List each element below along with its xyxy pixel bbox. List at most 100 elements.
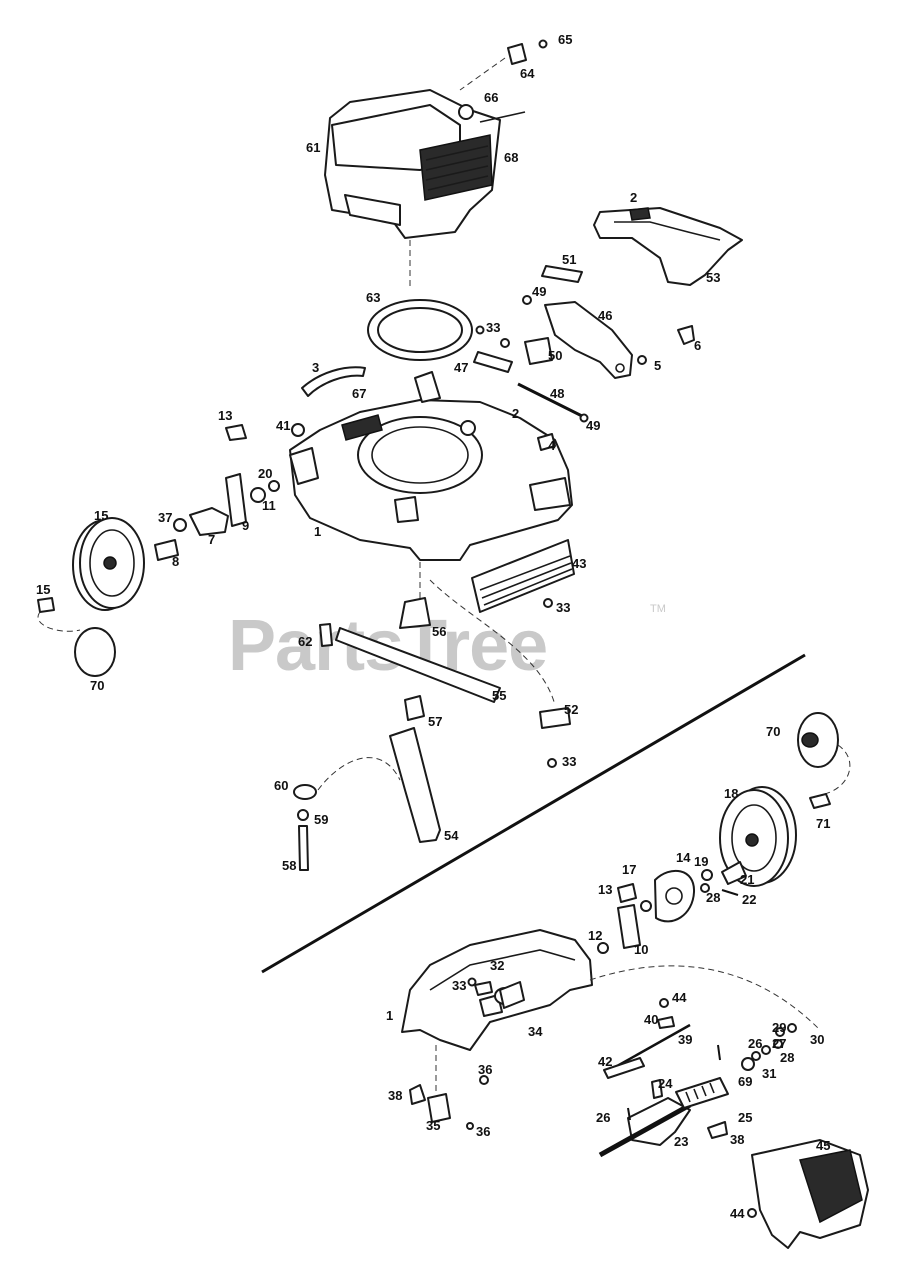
part-1-deck-lower[interactable] bbox=[401, 929, 593, 1051]
part-60-washer[interactable] bbox=[293, 784, 317, 800]
part-4-bolt[interactable] bbox=[537, 433, 556, 451]
part-36-screw-a[interactable] bbox=[479, 1075, 489, 1085]
part-53-handle-bracket[interactable] bbox=[593, 207, 743, 286]
part-11-bushing[interactable] bbox=[250, 487, 266, 503]
part-1-deck-housing[interactable] bbox=[289, 371, 573, 561]
part-40-clip[interactable] bbox=[657, 1016, 675, 1029]
part-33-screw-d[interactable] bbox=[547, 758, 557, 768]
label-56: 56 bbox=[432, 624, 446, 639]
label-36a: 36 bbox=[478, 1062, 492, 1077]
part-13-knob[interactable] bbox=[225, 424, 247, 441]
label-48: 48 bbox=[550, 386, 564, 401]
part-51-label[interactable] bbox=[541, 265, 583, 283]
label-5: 5 bbox=[654, 358, 661, 373]
part-57-key[interactable] bbox=[404, 695, 425, 721]
part-71-bolt[interactable] bbox=[809, 793, 831, 809]
part-46-rear-bracket[interactable] bbox=[544, 301, 633, 379]
part-14-gear-cover[interactable] bbox=[654, 869, 696, 923]
part-26-pin-b[interactable] bbox=[717, 1044, 721, 1061]
part-43-rear-flap[interactable] bbox=[471, 539, 575, 613]
part-47-pin[interactable] bbox=[473, 351, 513, 373]
part-20-washer[interactable] bbox=[268, 480, 280, 492]
label-32: 32 bbox=[490, 958, 504, 973]
part-35-bushing[interactable] bbox=[427, 1093, 451, 1123]
part-7-adjuster[interactable] bbox=[189, 507, 229, 536]
part-50-clip[interactable] bbox=[524, 337, 553, 365]
label-6: 6 bbox=[694, 338, 701, 353]
part-69-gear[interactable] bbox=[741, 1057, 755, 1071]
part-58-blade-bolt[interactable] bbox=[298, 825, 309, 871]
part-39-cable[interactable] bbox=[609, 1023, 691, 1072]
label-2a: 2 bbox=[630, 190, 637, 205]
label-14: 14 bbox=[676, 850, 691, 865]
label-31: 31 bbox=[762, 1066, 776, 1081]
part-19-washer[interactable] bbox=[701, 869, 713, 881]
part-21-hub[interactable] bbox=[721, 861, 747, 885]
part-29-washer[interactable] bbox=[775, 1027, 785, 1037]
label-50: 50 bbox=[548, 348, 562, 363]
part-3-strip[interactable] bbox=[301, 366, 366, 397]
part-27-washer[interactable] bbox=[751, 1051, 761, 1061]
part-32-latch[interactable] bbox=[474, 981, 493, 996]
part-33-screw-c[interactable] bbox=[543, 598, 553, 608]
part-49-nut-top[interactable] bbox=[522, 295, 532, 305]
engine[interactable] bbox=[324, 89, 526, 239]
label-42: 42 bbox=[598, 1054, 612, 1069]
part-54-blade-2[interactable] bbox=[389, 727, 441, 843]
part-26-pin-a[interactable] bbox=[627, 1107, 631, 1121]
part-15-bolt[interactable] bbox=[37, 597, 55, 613]
part-45-drive-cover[interactable] bbox=[751, 1139, 869, 1249]
part-18-wheel-right[interactable] bbox=[719, 786, 797, 887]
part-59-lock-washer[interactable] bbox=[297, 809, 309, 821]
part-44-screw-a[interactable] bbox=[659, 998, 669, 1008]
label-8: 8 bbox=[172, 554, 179, 569]
part-28-nut-a[interactable] bbox=[700, 883, 710, 893]
part-28-nut-b[interactable] bbox=[773, 1039, 783, 1049]
part-42-fitting[interactable] bbox=[603, 1057, 645, 1079]
part-13-knob-b[interactable] bbox=[617, 883, 637, 903]
part-36-screw-b[interactable] bbox=[466, 1122, 474, 1130]
part-38-clip-a[interactable] bbox=[409, 1084, 426, 1105]
label-15a: 15 bbox=[94, 508, 108, 523]
label-54: 54 bbox=[444, 828, 459, 843]
part-70-hub-cap-right[interactable] bbox=[797, 712, 839, 768]
part-56-blade-adapter[interactable] bbox=[399, 597, 431, 629]
part-49-nut[interactable] bbox=[579, 413, 589, 423]
part-33-screw-b[interactable] bbox=[475, 325, 485, 335]
part-30-nut[interactable] bbox=[787, 1023, 797, 1033]
label-43: 43 bbox=[572, 556, 586, 571]
part-37-nut[interactable] bbox=[173, 518, 187, 532]
part-9-link[interactable] bbox=[225, 473, 247, 527]
part-15-wheel-left[interactable] bbox=[72, 517, 145, 611]
part-41-plug[interactable] bbox=[291, 423, 305, 437]
part-62-bolt[interactable] bbox=[319, 623, 333, 647]
part-38-clip-b[interactable] bbox=[707, 1121, 728, 1139]
part-12-washer[interactable] bbox=[597, 942, 609, 954]
part-10-link[interactable] bbox=[617, 904, 641, 949]
part-8-bolt[interactable] bbox=[154, 539, 179, 561]
label-26b: 26 bbox=[748, 1036, 762, 1051]
label-40: 40 bbox=[644, 1012, 658, 1027]
part-52-clip[interactable] bbox=[539, 707, 571, 729]
label-39: 39 bbox=[678, 1032, 692, 1047]
label-28a: 28 bbox=[706, 890, 720, 905]
part-31-clip[interactable] bbox=[761, 1045, 771, 1055]
label-22: 22 bbox=[742, 892, 756, 907]
part-55-blade[interactable] bbox=[335, 627, 501, 703]
part-48-axle-rod[interactable] bbox=[517, 382, 583, 418]
part-6-clip[interactable] bbox=[677, 325, 695, 345]
part-17-bolt[interactable] bbox=[640, 900, 652, 912]
part-5-washer[interactable] bbox=[637, 355, 647, 365]
part-33-screw-a[interactable] bbox=[500, 338, 510, 348]
label-71: 71 bbox=[816, 816, 830, 831]
part-33-screw-e[interactable] bbox=[467, 977, 477, 987]
part-25-spring[interactable] bbox=[675, 1077, 729, 1109]
part-65-screw[interactable] bbox=[538, 39, 548, 49]
part-24-key[interactable] bbox=[651, 1079, 663, 1099]
part-70-hub-cap-left[interactable] bbox=[74, 627, 116, 677]
part-63-gasket-ring[interactable] bbox=[367, 299, 473, 361]
part-22-pin[interactable] bbox=[721, 889, 739, 896]
part-34-cam[interactable] bbox=[499, 981, 525, 1009]
part-44-screw-b[interactable] bbox=[747, 1208, 757, 1218]
part-64-clip[interactable] bbox=[507, 43, 527, 65]
